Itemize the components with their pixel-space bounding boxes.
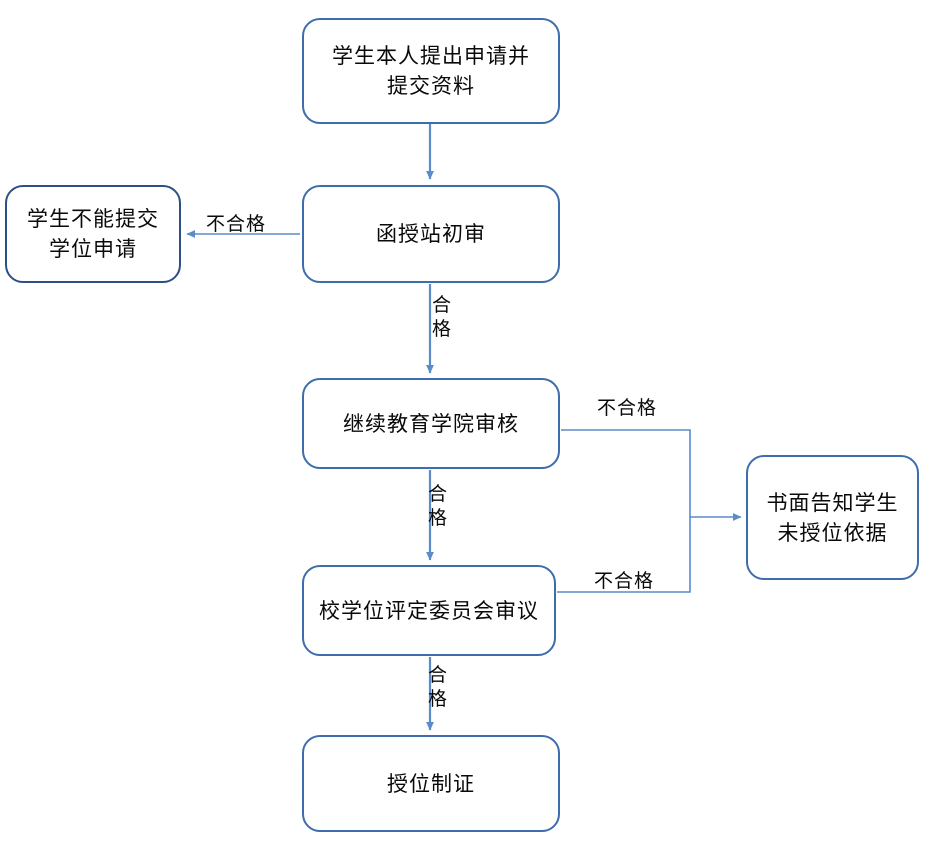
node-written-notice[interactable]: 书面告知学生 未授位依据 [746,455,919,580]
edge-label-station-fail: 不合格 [206,213,267,235]
edge-label-college-fail: 不合格 [597,397,658,419]
edge-label-college-pass: 合 格 [428,483,449,529]
node-label: 继续教育学院审核 [343,411,519,436]
node-student-apply[interactable]: 学生本人提出申请并 提交资料 [302,18,560,124]
edge-label-committee-pass: 合 格 [428,664,449,710]
node-college-review[interactable]: 继续教育学院审核 [302,378,560,469]
edge-college-to-notify [561,429,742,521]
node-grant-degree[interactable]: 授位制证 [302,735,560,832]
node-station-review[interactable]: 函授站初审 [302,185,560,283]
node-cannot-submit[interactable]: 学生不能提交 学位申请 [5,185,181,283]
node-label: 学生不能提交 学位申请 [27,207,159,261]
node-label: 函授站初审 [376,222,486,246]
node-label: 校学位评定委员会审议 [319,598,539,623]
edge-label-station-pass: 合 格 [432,294,453,340]
node-label: 学生本人提出申请并 提交资料 [332,44,530,98]
edge-label-committee-fail: 不合格 [594,570,655,592]
node-label: 授位制证 [387,771,475,796]
node-committee-review[interactable]: 校学位评定委员会审议 [302,565,556,656]
node-label: 书面告知学生 未授位依据 [766,490,899,545]
